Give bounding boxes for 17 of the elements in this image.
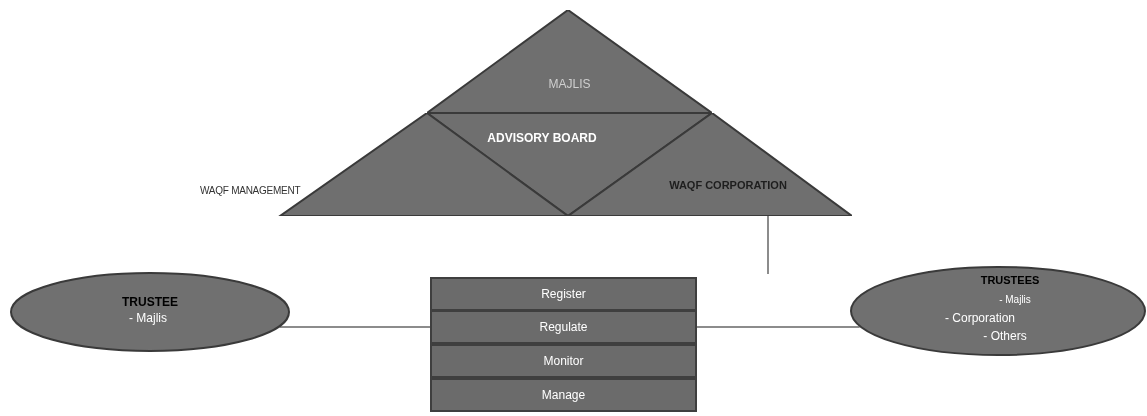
node-label: - Majlis [128,310,168,326]
node-label: TRUSTEE [121,294,179,310]
function-row: Monitor [430,344,697,378]
node-label: - Majlis [998,293,1032,307]
node-label: - Others [982,328,1028,344]
function-row: Register [430,277,697,311]
node-label: WAQF MANAGEMENT [200,184,300,198]
connector-line [696,326,861,328]
node-label: - Corporation [944,310,1016,326]
node-label: MAJLIS [547,76,592,92]
node-label: TRUSTEES [979,273,1041,288]
function-row: Manage [430,378,697,412]
node-label: ADVISORY BOARD [486,130,598,146]
node-label: WAQF CORPORATION [668,178,788,193]
function-row: Regulate [430,310,697,344]
connector-line [279,326,431,328]
connector-line [767,215,769,275]
